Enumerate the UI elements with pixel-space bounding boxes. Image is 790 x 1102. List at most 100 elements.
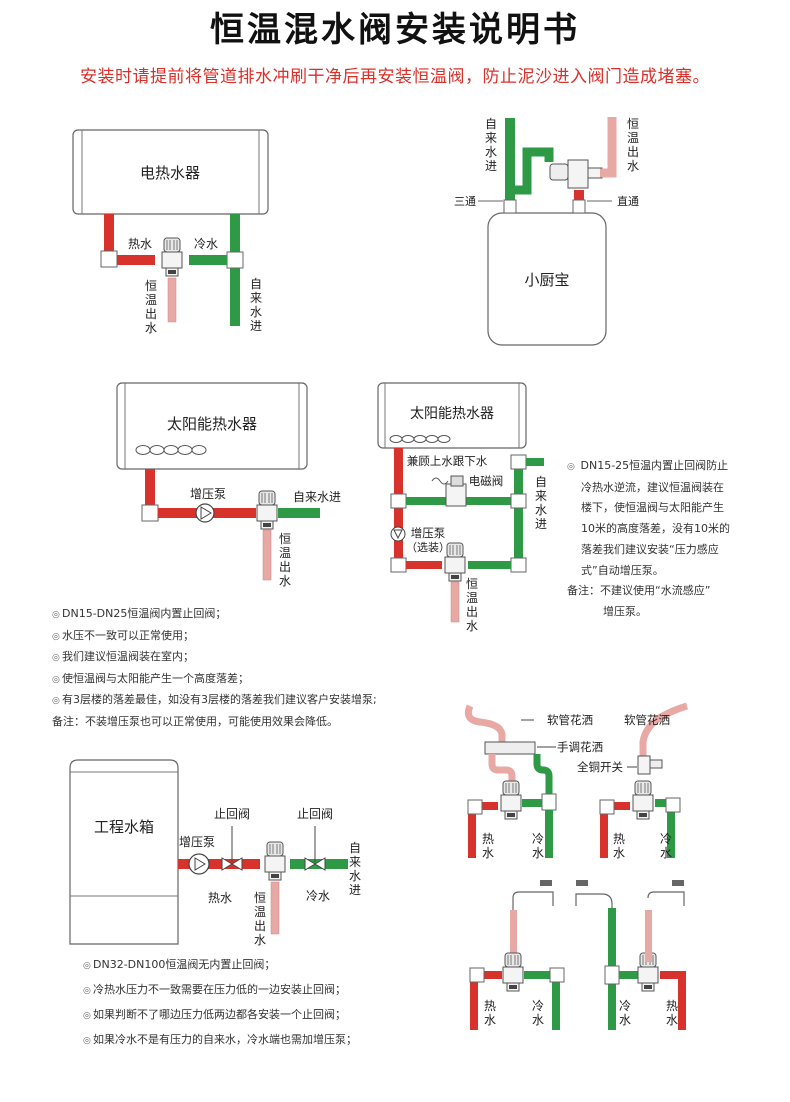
svg-text:进: 进 [535, 517, 547, 531]
cold-pipe [278, 508, 320, 518]
svg-text:出: 出 [254, 919, 266, 933]
faucet-handle-icon [672, 880, 684, 886]
solar-note-line: 落差我们建议安装“压力感应 [581, 542, 719, 556]
bullet-icon: ◎ [52, 674, 60, 685]
mixed-pipe [262, 529, 272, 581]
bullet-icon: ◎ [567, 462, 575, 472]
hose-icon [464, 704, 506, 744]
svg-text:出: 出 [279, 560, 291, 574]
hot-label: 热 [484, 999, 496, 1013]
note-item: ◎如果判断不了哪边压力低两边都各安装一个止回阀； [83, 1003, 357, 1028]
pump-icon [188, 853, 210, 875]
kitchen-heater-body [487, 212, 607, 346]
cold-label: 冷 [532, 999, 544, 1013]
svg-text:恒: 恒 [279, 532, 291, 546]
hot-label: 热 [482, 832, 494, 846]
manual-shower-label: 手调花洒 [557, 740, 603, 754]
check-valve-label-2: 止回阀 [297, 807, 333, 821]
note-item: ◎使恒温阀与太阳能产生一个高度落差； [52, 669, 377, 691]
hose-label-1: 软管花洒 [547, 713, 593, 727]
note-item: ◎我们建议恒温阀装在室内； [52, 647, 377, 669]
bullet-icon: ◎ [52, 696, 60, 706]
copper-switch-icon [637, 755, 651, 775]
bullet-icon: ◎ [83, 1036, 91, 1046]
note-item: ◎DN15-DN25恒温阀内置止回阀； [52, 604, 377, 626]
pump-label: 增压泵 [190, 487, 226, 501]
svg-text:恒: 恒 [627, 117, 639, 131]
tee-label: 三通 [454, 195, 476, 208]
solar-heater-label: 太阳能热水器 [167, 415, 257, 433]
svg-text:水: 水 [666, 1013, 678, 1027]
hot-pipe [178, 859, 260, 869]
svg-text:水: 水 [532, 846, 544, 860]
note-item: ◎冷热水压力不一致需要在压力低的一边安装止回阀； [83, 978, 357, 1003]
in-label: 自 来 水 进 [250, 277, 262, 333]
svg-text:温: 温 [279, 546, 291, 560]
note-item: ◎有3层楼的落差最佳，如没有3层楼的落差我们建议客户安装增泵; [52, 690, 377, 712]
in-label: 自 来 水 进 [349, 841, 361, 897]
electric-heater-label: 电热水器 [140, 164, 200, 182]
hot-pipe [574, 190, 584, 208]
cold-label: 冷 [532, 832, 544, 846]
diagram-solar-heater-1: 太阳能热水器 增压泵 自来水进 恒 温 出 水 [116, 382, 341, 588]
svg-text:来: 来 [485, 131, 497, 145]
cold-water-label: 冷水 [306, 889, 330, 903]
svg-text:自: 自 [535, 475, 547, 489]
solenoid-label: 电磁阀 [469, 474, 504, 488]
svg-text:进: 进 [349, 883, 361, 897]
svg-text:温: 温 [466, 591, 478, 605]
bullet-icon: ◎ [83, 986, 91, 996]
mixed-pipe [270, 881, 280, 935]
straight-label: 直通 [617, 194, 639, 208]
note-remark: 备注：不装增压泵也可以正常使用，可能使用效果会降低。 [52, 714, 338, 728]
hot-pipe [104, 214, 114, 252]
pump-label: 增压泵 [411, 526, 446, 540]
solar-notes: ◎DN15-DN25恒温阀内置止回阀； ◎水压不一致可以正常使用； ◎我们建议恒… [52, 604, 377, 732]
hose-label-2: 软管花洒 [624, 713, 670, 727]
out-label: 恒 温 出 水 [279, 532, 291, 588]
solenoid-valve-icon [445, 483, 467, 507]
svg-text:自: 自 [485, 117, 497, 131]
manual-shower-icon [484, 741, 536, 755]
svg-text:出: 出 [145, 307, 157, 321]
note-item: ◎如果冷水不是有压力的自来水，冷水端也需加增压泵； [83, 1028, 357, 1053]
copper-switch-label: 全铜开关 [577, 760, 623, 774]
svg-text:进: 进 [250, 319, 262, 333]
out-label: 恒 温 出 水 [145, 279, 157, 335]
svg-text:来: 来 [250, 291, 262, 305]
svg-text:水: 水 [482, 846, 494, 860]
upper-label: 兼顾上水跟下水 [407, 454, 488, 468]
svg-text:水: 水 [250, 305, 262, 319]
water-tank-body [69, 759, 179, 945]
cold-water-label: 冷水 [194, 237, 218, 251]
cold-pipe [230, 214, 240, 326]
svg-text:水: 水 [279, 574, 291, 588]
svg-text:热: 热 [666, 999, 678, 1013]
diagram-faucet: 热 水 冷 水 冷 水 热 水 [469, 880, 686, 1030]
solar-heater-label: 太阳能热水器 [410, 406, 494, 422]
svg-text:热: 热 [613, 832, 625, 846]
hot-water-label: 热水 [208, 891, 232, 905]
in-label: 自来水进 [293, 490, 341, 504]
svg-text:恒: 恒 [145, 279, 157, 293]
svg-text:水: 水 [619, 1013, 631, 1027]
svg-text:水: 水 [466, 619, 478, 633]
mixed-pipe [450, 581, 460, 623]
bullet-icon: ◎ [83, 961, 91, 971]
diagram-water-tank: 工程水箱 增压泵 止回阀 止回阀 热水 冷水 恒 温 出 水 自 来 水 进 [69, 759, 361, 947]
faucet-handle-icon [540, 880, 552, 886]
svg-text:水: 水 [484, 1013, 496, 1027]
solar-note-line: 楼下，使恒温阀与太阳能产生 [581, 501, 724, 515]
svg-text:冷: 冷 [619, 999, 631, 1013]
svg-text:自: 自 [250, 277, 262, 291]
mixing-valve-icon [264, 841, 286, 881]
hot-pipe [145, 469, 155, 507]
svg-text:水: 水 [532, 1013, 544, 1027]
pump-label: 增压泵 [179, 835, 215, 849]
svg-text:水: 水 [349, 869, 361, 883]
solar-tubes-icon [389, 435, 451, 443]
svg-text:水: 水 [613, 846, 625, 860]
diagram-electric-heater: 电热水器 热水 冷水 恒 温 出 水 自 来 水 进 [72, 129, 269, 335]
svg-text:出: 出 [466, 605, 478, 619]
